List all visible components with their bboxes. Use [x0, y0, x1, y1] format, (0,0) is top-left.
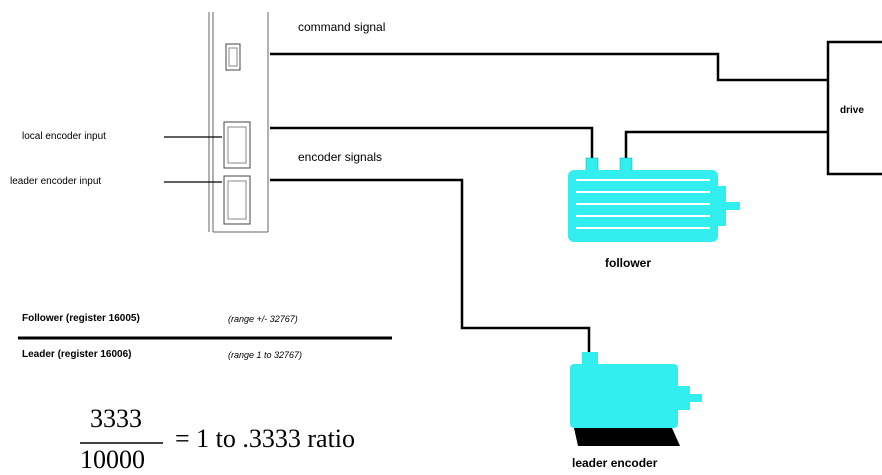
- leader-encoder-connector: [223, 175, 251, 225]
- leader-encoder-wire: [270, 178, 591, 356]
- formula-denominator-range: (range 1 to 32767): [228, 350, 303, 360]
- command-signal-label: command signal: [298, 20, 386, 34]
- example-denominator: 10000: [80, 445, 145, 474]
- controller-module: [208, 12, 269, 233]
- leader-encoder-motor: [570, 352, 702, 446]
- local-encoder-input-label: local encoder input: [22, 131, 106, 142]
- follower-label: follower: [605, 256, 652, 270]
- example-numerator: 3333: [90, 404, 142, 433]
- leader-encoder-label: leader encoder: [572, 456, 658, 470]
- wires: [270, 52, 828, 356]
- follower-motor: [568, 157, 740, 242]
- drive-box: [826, 40, 882, 176]
- formula-numerator: Follower (register 16005): [22, 313, 140, 324]
- formula-numerator-range: (range +/- 32767): [228, 314, 298, 324]
- drive-label: drive: [840, 105, 864, 116]
- drive-to-follower-wire: [624, 130, 828, 162]
- local-encoder-connector: [223, 121, 251, 169]
- command-wire: [270, 52, 828, 82]
- encoder-signals-label: encoder signals: [298, 150, 383, 164]
- leader-encoder-input-label: leader encoder input: [10, 176, 102, 187]
- local-encoder-wire: [270, 126, 594, 162]
- formula-denominator: Leader (register 16006): [22, 349, 132, 360]
- command-connector: [225, 43, 241, 71]
- example-result: = 1 to .3333 ratio: [175, 424, 356, 453]
